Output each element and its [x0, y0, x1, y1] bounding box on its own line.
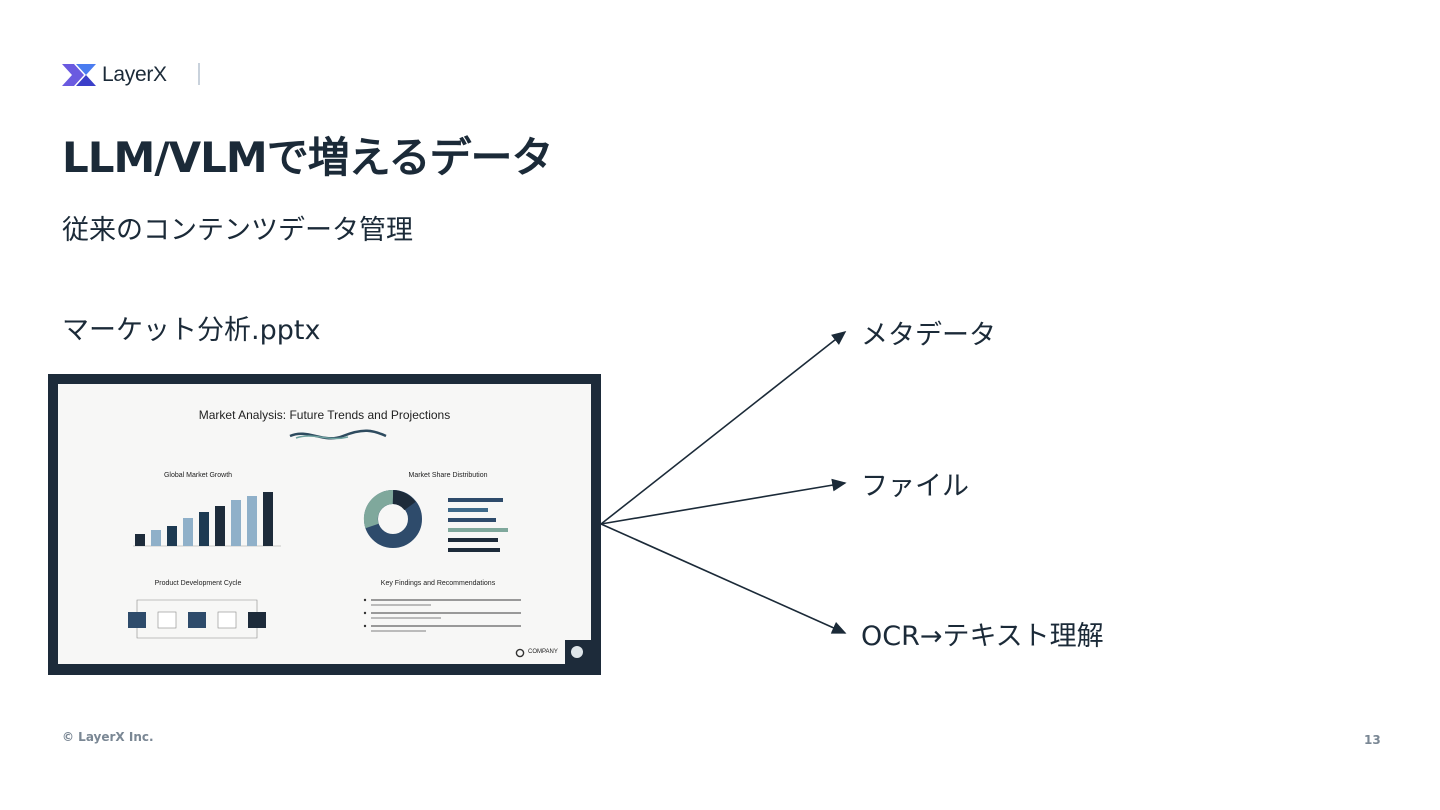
growth-title: Global Market Growth: [163, 472, 233, 479]
output-file: ファイル: [861, 471, 969, 502]
cycle-title: Product Development Cycle: [154, 580, 242, 587]
company-logo-icon: [565, 640, 591, 664]
file-name: マーケット分析.pptx: [62, 315, 321, 346]
findings-title: Key Findings and Recommendations: [380, 580, 496, 587]
slide-thumbnail: Market Analysis: Future Trends and Proje…: [48, 374, 601, 675]
layerx-logo-icon: [62, 64, 96, 86]
growth-bar: [263, 492, 273, 546]
growth-bar: [135, 534, 145, 546]
logo-divider: [198, 63, 200, 85]
footer-copyright: © LayerX Inc.: [62, 730, 154, 744]
share-donut-chart: [363, 489, 422, 548]
logo-text: LayerX: [102, 63, 167, 86]
growth-bar: [199, 512, 209, 546]
slide-title: Market Analysis: Future Trends and Proje…: [198, 408, 451, 422]
share-title: Market Share Distribution: [408, 472, 488, 479]
cycle-diagram: [128, 599, 266, 639]
arrow-to-ocr: [600, 523, 847, 634]
share-bar-list: [448, 498, 508, 552]
arrow-to-metadata: [600, 331, 847, 525]
findings-lines: [363, 598, 521, 632]
layerx-logo: LayerX: [62, 60, 167, 90]
growth-bar: [231, 500, 241, 546]
company-icon: [515, 648, 525, 658]
company-label: COMPANY: [528, 649, 558, 655]
page-title: LLM/VLMで増えるデータ: [62, 133, 553, 182]
output-ocr-text: OCR→テキスト理解: [861, 621, 1104, 652]
slide-canvas: Market Analysis: Future Trends and Proje…: [58, 384, 591, 664]
slide-wave: [289, 429, 387, 440]
growth-bar: [167, 526, 177, 546]
growth-bar-chart: [133, 492, 281, 547]
growth-bar: [247, 496, 257, 546]
subtitle: 従来のコンテンツデータ管理: [62, 215, 413, 246]
arrow-to-file: [600, 478, 847, 525]
growth-bar: [183, 518, 193, 546]
output-metadata: メタデータ: [861, 320, 996, 351]
page-number: 13: [1364, 733, 1381, 747]
growth-bar: [151, 530, 161, 546]
growth-bar: [215, 506, 225, 546]
